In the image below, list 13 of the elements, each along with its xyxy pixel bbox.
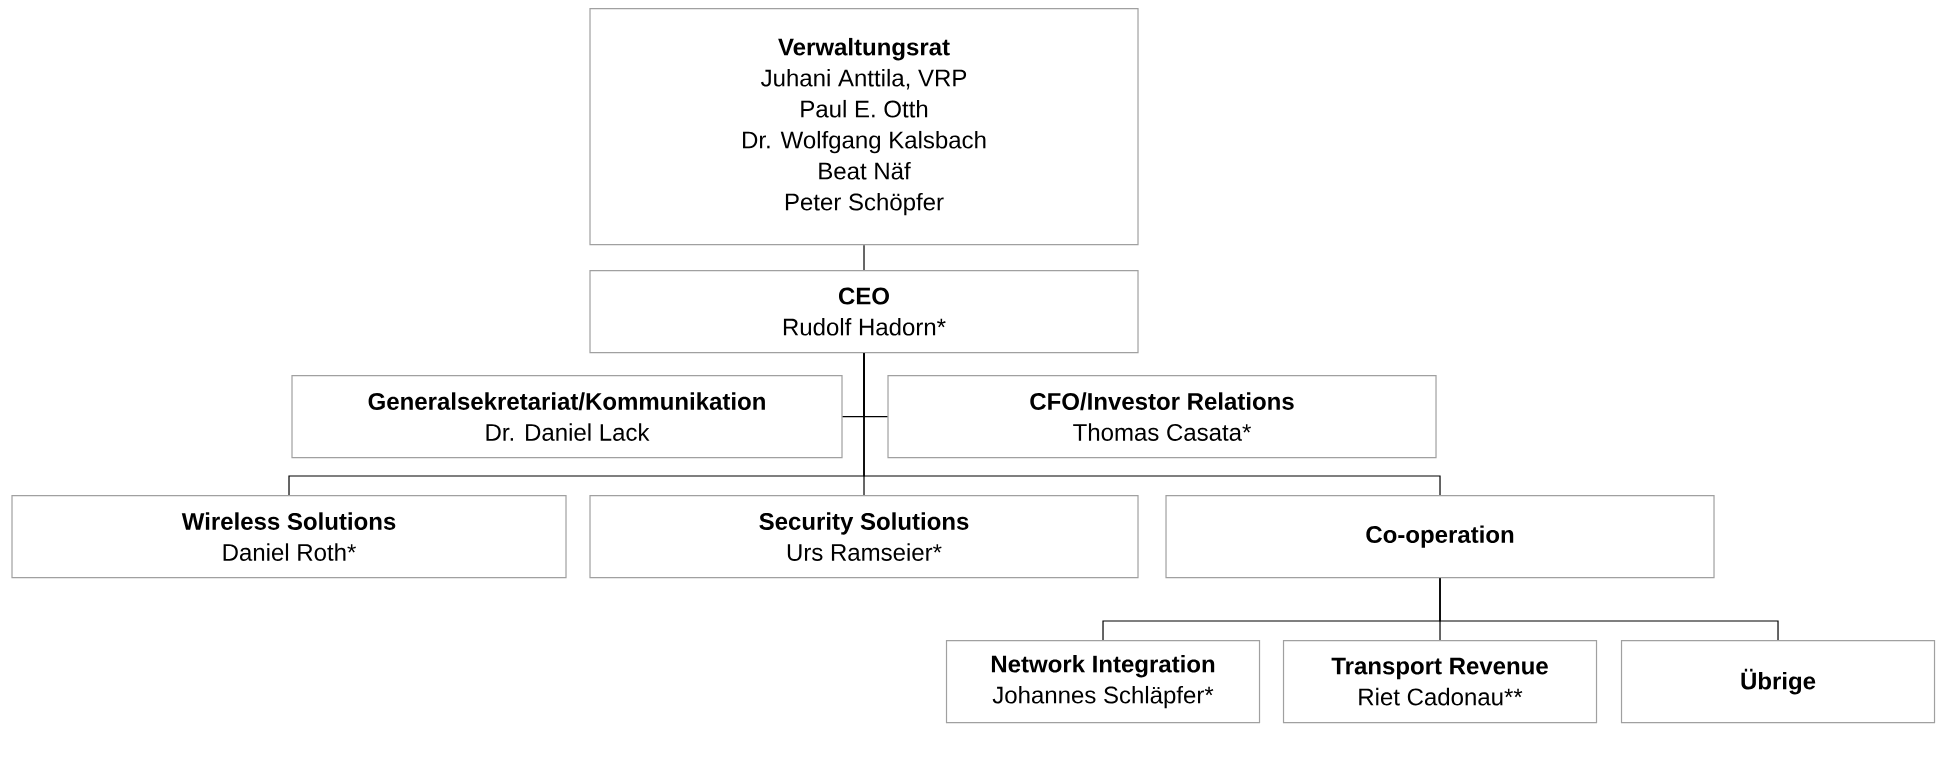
org-box: Network Integration Johannes Schläpfer* — [945, 640, 1261, 724]
connector-line — [863, 352, 1441, 496]
org-box: Übrige — [1620, 640, 1936, 724]
org-box: Co-operation — [1165, 495, 1715, 579]
org-box: Wireless Solutions Daniel Roth* — [11, 495, 567, 579]
connector-line — [1439, 577, 1779, 641]
org-box: CEO Rudolf Hadorn* — [589, 270, 1139, 354]
org-box: Transport Revenue Riet Cadonau** — [1282, 640, 1598, 724]
org-box: Verwaltungsrat Juhani Anttila, VRP Paul E. Otth Dr. Wolfgang Kalsbach Beat Näf Peter Schöpfer — [589, 8, 1139, 246]
org-box: Security Solutions Urs Ramseier* — [589, 495, 1139, 579]
org-box: Generalsekretariat/Kommunikation Dr. Daniel Lack — [291, 375, 843, 459]
org-box: CFO/Investor Relations Thomas Casata* — [887, 375, 1437, 459]
connector-line — [863, 244, 865, 271]
